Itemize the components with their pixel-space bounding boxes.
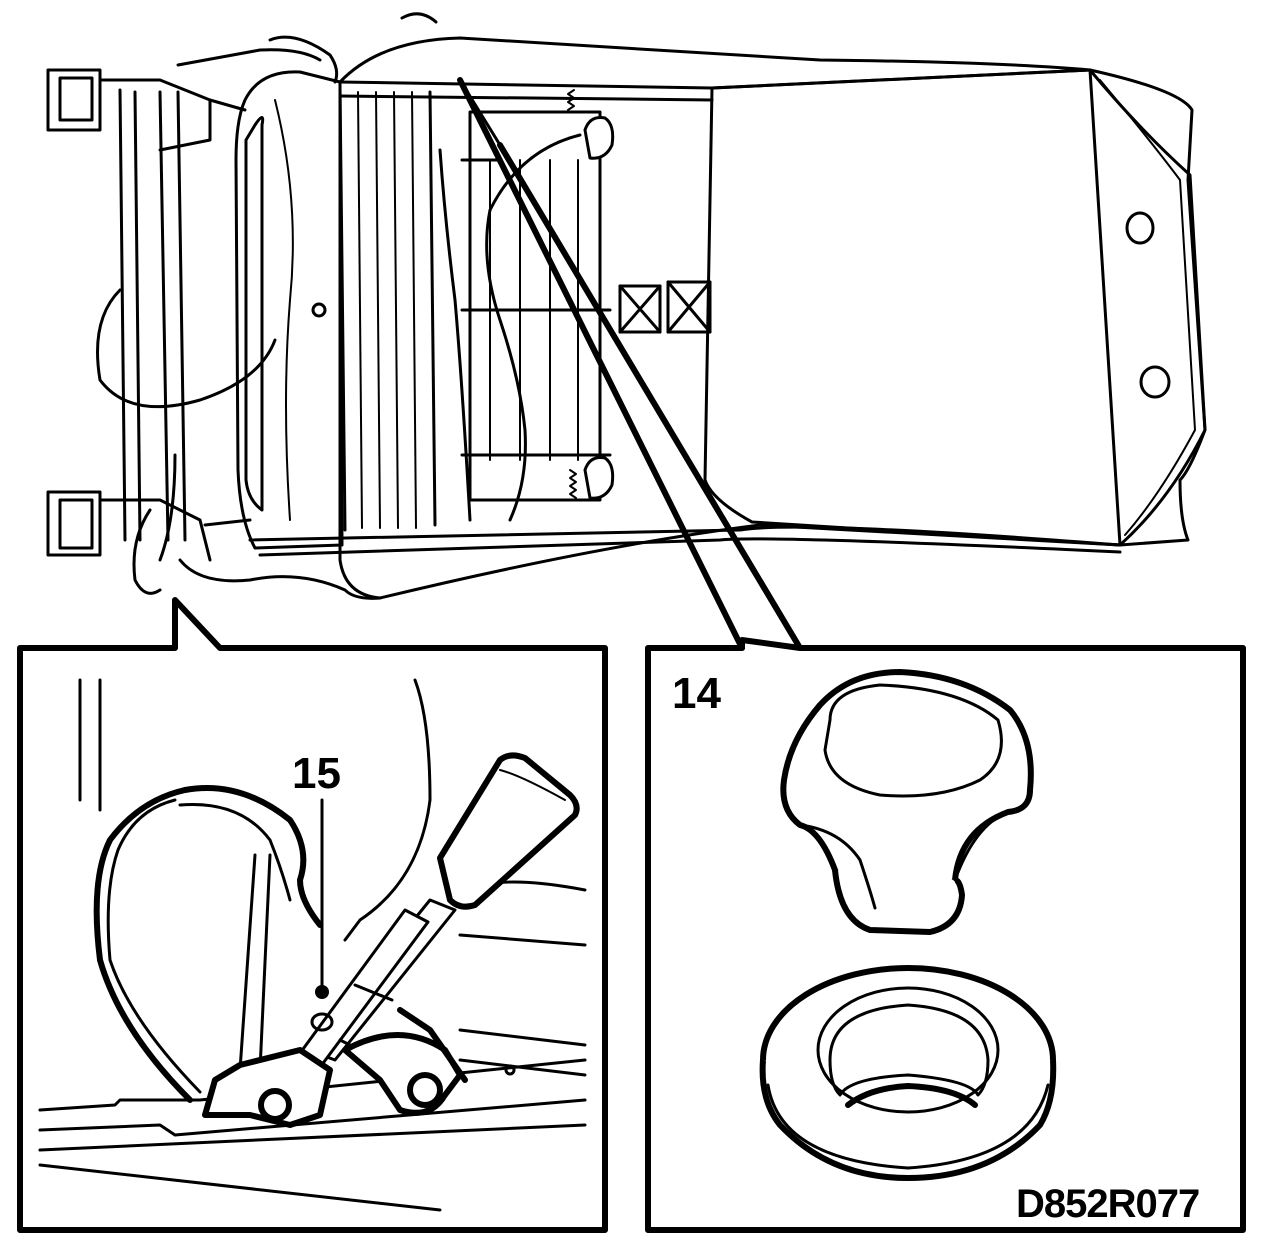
detail-box-15: [17, 597, 608, 1233]
seat-frame-overview: [46, 12, 1207, 600]
detail-box-14: [645, 637, 1246, 1233]
leader-line-14: [457, 77, 803, 651]
part-15-marker: [315, 985, 329, 999]
part-number-15-label: 15: [292, 749, 341, 798]
part-number-14-label: 14: [672, 669, 721, 718]
figure-reference-label: D852R077: [1016, 1182, 1200, 1226]
